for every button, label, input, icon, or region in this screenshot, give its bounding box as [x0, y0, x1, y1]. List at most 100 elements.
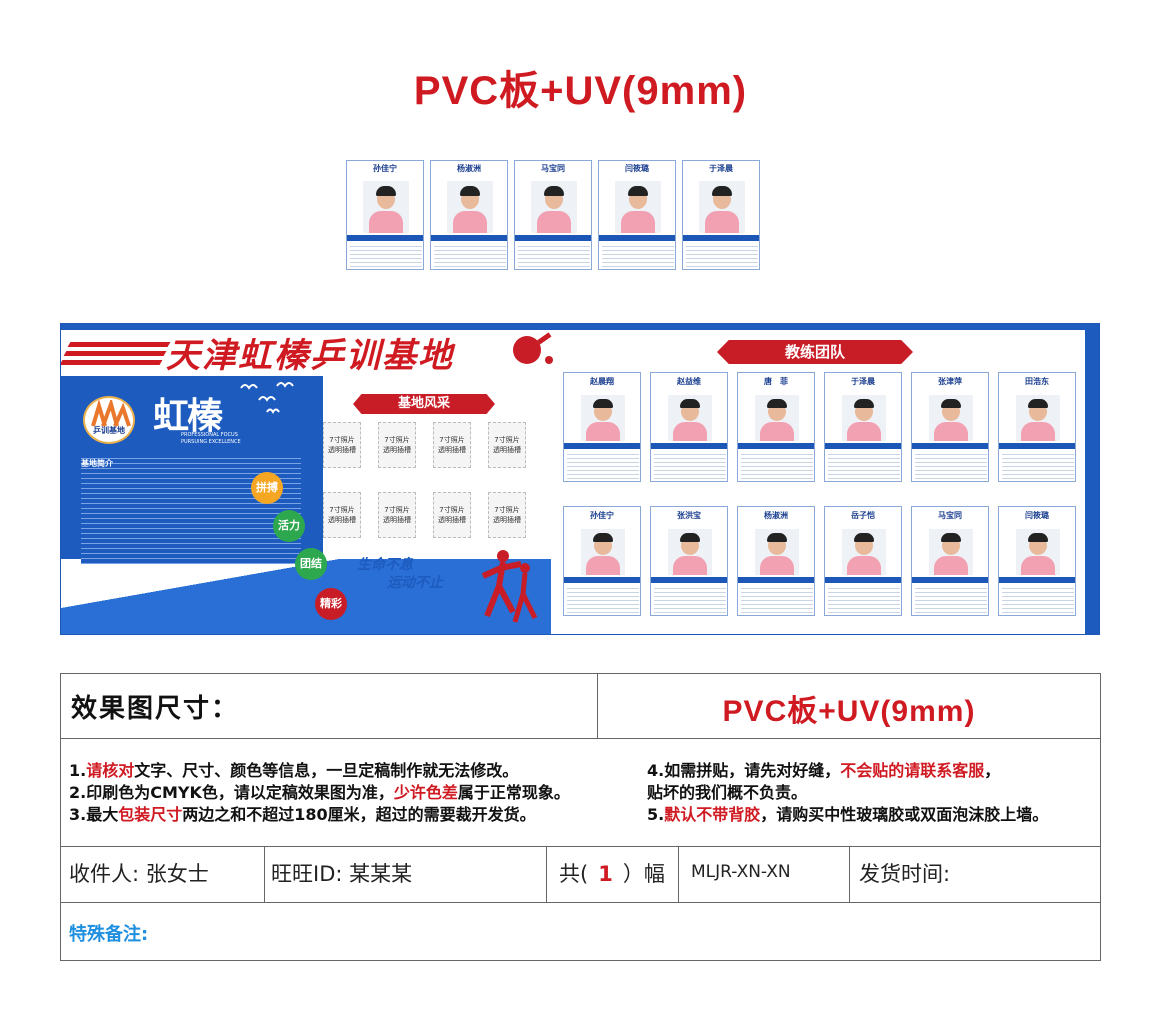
card-text-lines [518, 243, 590, 269]
coach-card: 张津萍 [911, 372, 989, 482]
card-bar [999, 443, 1075, 449]
coach-card: 田浩东 [998, 372, 1076, 482]
card-bar [683, 235, 759, 241]
card-name: 闫筱璐 [1025, 511, 1049, 520]
red-stripe [61, 360, 163, 365]
card-text-lines [686, 243, 758, 269]
card-text-lines [741, 585, 813, 615]
portrait-photo [668, 395, 712, 441]
section-style-label: 基地风采 [353, 394, 495, 414]
card-bar [738, 443, 814, 449]
value-badge-tuanjie: 团结 [295, 548, 327, 580]
count-prefix: 共( [559, 862, 589, 886]
slogan-line-1: 生命不息 [357, 557, 413, 573]
card-bar [651, 443, 727, 449]
slogan: 生命不息 运动不止 [357, 556, 443, 592]
photo-slot: 7寸照片 透明插槽 [488, 422, 526, 468]
card-bar [999, 577, 1075, 583]
portrait-photo [842, 395, 886, 441]
coach-card: 杨淑洲 [737, 506, 815, 616]
note-line: 贴坏的我们概不负责。 [647, 783, 808, 802]
photo-slot: 7寸照片 透明插槽 [433, 492, 471, 538]
portrait-photo [699, 181, 745, 233]
section-team-label: 教练团队 [717, 340, 913, 364]
notes-right: 4.如需拼贴，请先对好缝，不会贴的请联系客服， 贴坏的我们概不负责。5.默认不带… [647, 760, 1048, 826]
order-code: MLJR-XN-XN [691, 862, 791, 882]
card-text-lines [1002, 585, 1074, 615]
card-bar [564, 443, 640, 449]
banner-title: 天津虹榛乒训基地 [166, 337, 454, 375]
card-name: 张津萍 [938, 377, 962, 386]
athletes-silhouette-icon [481, 550, 538, 623]
portrait-photo [1016, 529, 1060, 575]
card-bar [347, 235, 423, 241]
note-line: 4.如需拼贴，请先对好缝，不会贴的请联系客服， [647, 761, 1001, 780]
card-bar [599, 235, 675, 241]
portrait-photo [755, 395, 799, 441]
coach-card: 张洪宝 [650, 506, 728, 616]
card-name: 岳子恺 [851, 511, 875, 520]
portrait-photo [929, 529, 973, 575]
card-text-lines [1002, 451, 1074, 481]
card-name: 孙佳宁 [590, 511, 614, 520]
count-value: 1 [598, 862, 613, 886]
red-stripe [67, 342, 171, 347]
table-divider [61, 902, 1100, 903]
portrait-photo [1016, 395, 1060, 441]
coach-card: 于泽晨 [824, 372, 902, 482]
portrait-photo [668, 529, 712, 575]
photo-slot: 7寸照片 透明插槽 [323, 422, 361, 468]
ship-time: 发货时间: [859, 862, 951, 886]
card-bar [825, 443, 901, 449]
preview-card: 于泽晨 [682, 160, 760, 270]
photo-slot: 7寸照片 透明插槽 [433, 422, 471, 468]
count-suffix: ）幅 [622, 862, 665, 886]
card-text-lines [741, 451, 813, 481]
preview-card-row: 孙佳宁杨淑洲马宝同闫筱璐于泽晨 [346, 160, 762, 270]
intro-title: 基地简介 [81, 459, 113, 468]
brand-english: PROFESSIONAL FOCUS PURSUING EXCELLENCE [181, 432, 241, 446]
photo-slot: 7寸照片 透明插槽 [323, 492, 361, 538]
card-bar [564, 577, 640, 583]
card-bar [825, 577, 901, 583]
brand-english-text: PROFESSIONAL FOCUS PURSUING EXCELLENCE [181, 432, 241, 445]
intro-text-block [81, 454, 301, 564]
portrait-photo [755, 529, 799, 575]
brand-characters: 虹榛 [153, 395, 223, 437]
coach-card: 赵益维 [650, 372, 728, 482]
size-value: PVC板+UV(9mm) [722, 695, 976, 728]
portrait-photo [929, 395, 973, 441]
card-bar [431, 235, 507, 241]
order-info-table: 效果图尺寸： PVC板+UV(9mm) 1.请核对文字、尺寸、颜色等信息，一旦定… [60, 673, 1101, 961]
coach-card: 岳子恺 [824, 506, 902, 616]
card-text-lines [915, 451, 987, 481]
card-text-lines [350, 243, 422, 269]
card-text-lines [828, 585, 900, 615]
banner-design: 天津虹榛乒训基地 基地风采 教练团队 乒训基地 虹榛 PROFESSIONAL … [60, 323, 1100, 635]
special-note: 特殊备注: [69, 924, 149, 945]
value-badge-jingcai: 精彩 [315, 588, 347, 620]
preview-card: 闫筱璐 [598, 160, 676, 270]
card-text-lines [567, 585, 639, 615]
coach-card: 唐 菲 [737, 372, 815, 482]
value-badge-pinbo: 拼搏 [251, 472, 283, 504]
base-logo: 乒训基地 [83, 396, 135, 444]
note-line: 3.最大包装尺寸两边之和不超过180厘米，超过的需要裁开发货。 [69, 805, 536, 824]
portrait-photo [581, 529, 625, 575]
piece-count: 共( 1 ）幅 [559, 858, 665, 888]
value-badge-huoli: 活力 [273, 510, 305, 542]
table-divider [264, 846, 265, 902]
card-text-lines [434, 243, 506, 269]
notes-left: 1.请核对文字、尺寸、颜色等信息，一旦定稿制作就无法修改。2.印刷色为CMYK色… [69, 760, 570, 826]
portrait-photo [447, 181, 493, 233]
banner-top-band [61, 324, 1099, 330]
card-name: 于泽晨 [851, 377, 875, 386]
card-text-lines [828, 451, 900, 481]
card-text-lines [654, 585, 726, 615]
card-bar [515, 235, 591, 241]
photo-slot: 7寸照片 透明插槽 [488, 492, 526, 538]
coach-card: 闫筱璐 [998, 506, 1076, 616]
card-bar [651, 577, 727, 583]
card-text-lines [915, 585, 987, 615]
slogan-line-2: 运动不止 [387, 575, 443, 591]
